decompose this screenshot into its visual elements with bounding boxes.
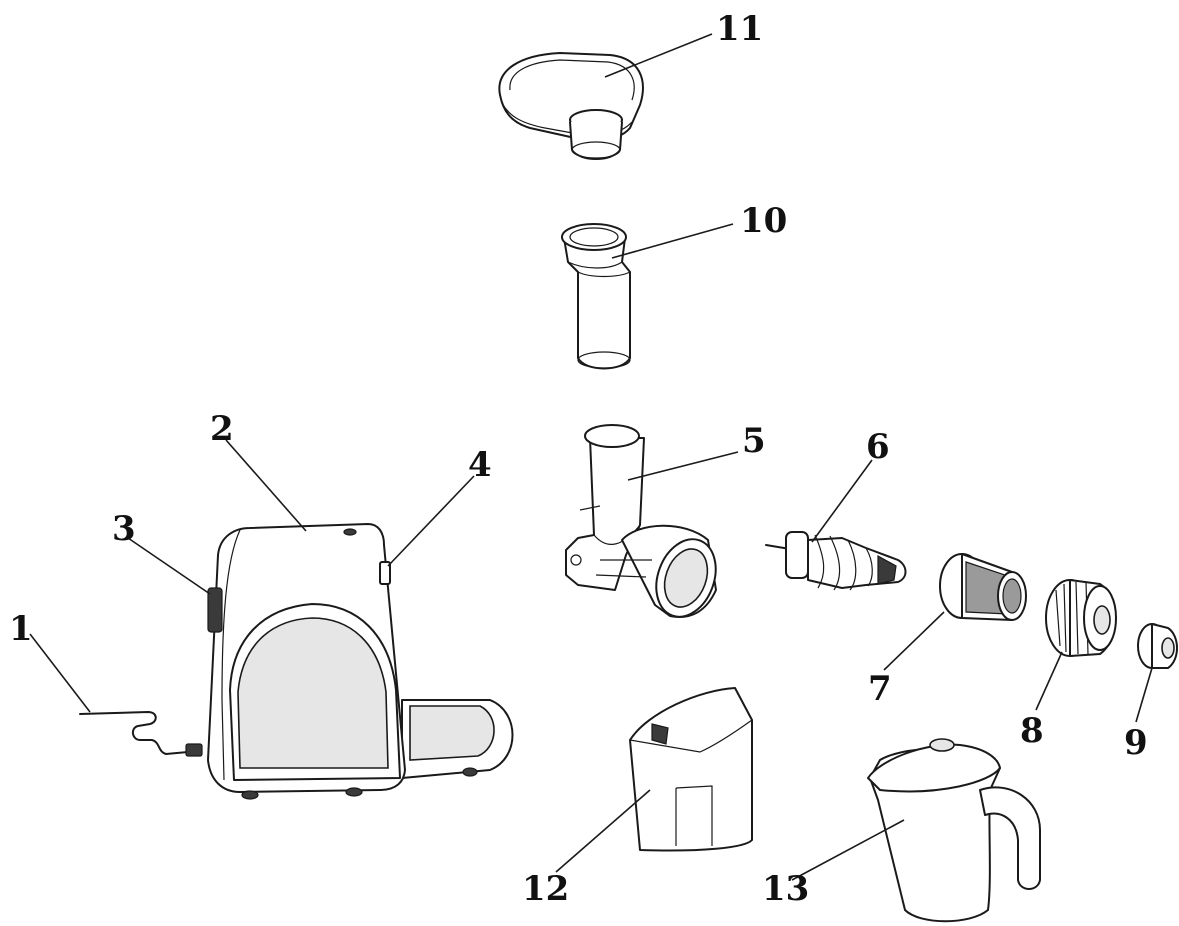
part-10-pusher [561, 223, 631, 370]
part-6-auger [765, 531, 907, 591]
callout-13: 13 [762, 869, 809, 909]
part-8-end-cap [1045, 579, 1117, 657]
callout-9: 9 [1124, 723, 1148, 763]
part-9-cleaning-cap [1137, 623, 1178, 669]
part-12-pulp-container [629, 687, 753, 852]
part-3-switch [207, 587, 223, 633]
callout-11: 11 [716, 9, 763, 49]
callout-2: 2 [210, 409, 234, 449]
callout-7: 7 [868, 669, 892, 709]
callout-1: 1 [9, 609, 33, 649]
callout-6: 6 [866, 427, 890, 467]
callout-4: 4 [468, 445, 492, 485]
part-4-outlet [379, 561, 391, 585]
callout-12: 12 [522, 869, 569, 909]
part-7-filter-screen [939, 553, 1027, 621]
callout-8: 8 [1020, 711, 1044, 751]
callout-3: 3 [112, 509, 136, 549]
leader-lines [29, 33, 1153, 881]
part-5-auger-housing [565, 424, 717, 618]
part-13-juice-jug [867, 738, 1041, 923]
part-1-power-cord [79, 711, 203, 757]
motor-base-unit [207, 523, 514, 800]
callout-labels: 1 2 3 4 5 6 7 8 9 10 11 12 13 [9, 9, 1148, 909]
callout-5: 5 [742, 421, 766, 461]
part-11-hopper-tray [498, 52, 644, 160]
callout-10: 10 [740, 201, 787, 241]
